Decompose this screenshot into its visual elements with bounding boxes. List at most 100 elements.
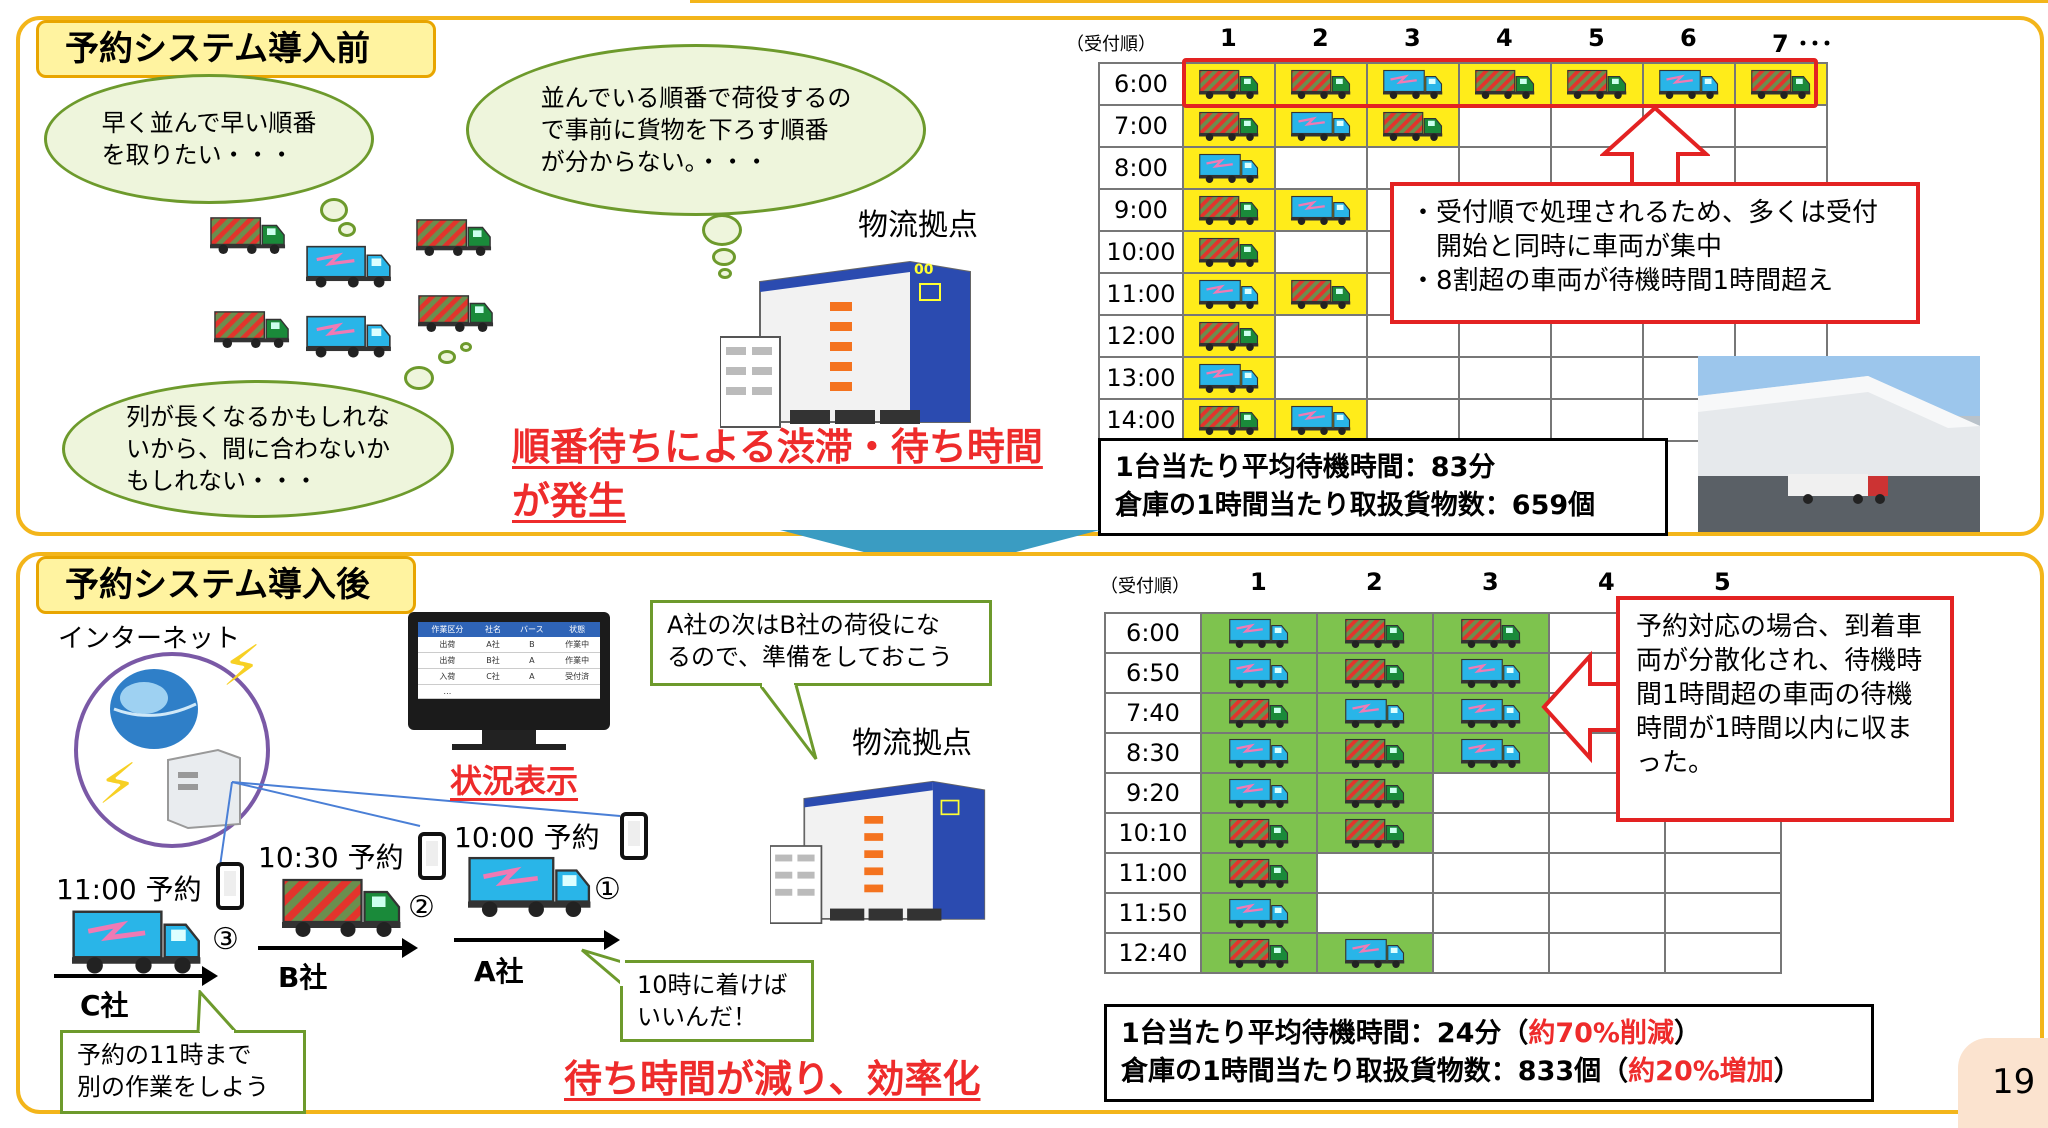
slot-cell	[1432, 772, 1550, 814]
time-cell: 8:30	[1104, 732, 1202, 774]
slot-cell	[1458, 62, 1552, 106]
blue-truck-icon	[1461, 737, 1521, 769]
green-truck-icon	[1461, 617, 1521, 649]
lightning-icon: ⚡	[98, 752, 138, 817]
green-truck-icon	[1229, 857, 1289, 889]
slot-cell	[1316, 892, 1434, 934]
green-truck-icon	[1229, 817, 1289, 849]
company-c: C社	[80, 989, 129, 1022]
slot-cell	[1548, 852, 1666, 894]
before-headline: 順番待ちによる渋滞・待ち時間 が発生	[512, 425, 1043, 523]
callout-prepare: A社の次はB社の荷役にな るので、準備をしておこう	[650, 600, 992, 686]
slot-cell	[1316, 852, 1434, 894]
monitor-cell: …	[418, 684, 477, 699]
slot-cell	[1200, 852, 1318, 894]
slot-cell	[1274, 314, 1368, 358]
monitor-cell: 入荷	[418, 668, 477, 685]
monitor-header: 作業区分	[418, 622, 477, 637]
slot-cell	[1274, 230, 1368, 274]
slot-cell	[1182, 146, 1276, 190]
column-header: 1	[1250, 568, 1267, 596]
green-truck-icon	[282, 876, 402, 938]
monitor-cell: 受付済	[554, 668, 600, 685]
transition-arrow	[780, 530, 1100, 572]
smartphone-icon	[418, 832, 446, 880]
time-cell: 6:50	[1104, 652, 1202, 694]
slot-cell	[1432, 612, 1550, 654]
internet-circle	[74, 652, 270, 848]
slot-cell	[1316, 612, 1434, 654]
before-stats: 1台当たり平均待機時間：83分 倉庫の1時間当たり取扱貨物数：659個	[1098, 438, 1668, 536]
monitor-cell: 出荷	[418, 652, 477, 669]
green-truck-icon	[1345, 617, 1405, 649]
slot-cell	[1182, 314, 1276, 358]
monitor-header: 状態	[554, 622, 600, 637]
blue-truck-icon	[72, 908, 202, 974]
slot-cell	[1664, 852, 1782, 894]
monitor-base	[452, 744, 566, 750]
monitor-header: 社名	[476, 622, 510, 637]
time-cell: 9:00	[1098, 188, 1184, 232]
slot-cell	[1664, 932, 1782, 974]
order-number-3: ③	[212, 922, 239, 957]
green-truck-icon	[1229, 697, 1289, 729]
time-cell: 9:20	[1104, 772, 1202, 814]
slot-cell	[1432, 692, 1550, 734]
column-header: 6	[1680, 24, 1697, 52]
time-cell: 7:00	[1098, 104, 1184, 148]
slot-cell	[1274, 188, 1368, 232]
slot-cell	[1432, 732, 1550, 774]
column-header: 4	[1598, 568, 1615, 596]
green-truck-icon	[1345, 777, 1405, 809]
slot-cell	[1200, 732, 1318, 774]
slot-cell	[1316, 772, 1434, 814]
reservation-b-label: 10:30 予約	[258, 841, 404, 874]
lightning-icon: ⚡	[222, 634, 262, 699]
time-cell: 10:00	[1098, 230, 1184, 274]
monitor-cell: B	[509, 637, 555, 653]
time-cell: 10:10	[1104, 812, 1202, 854]
order-number-1: ①	[594, 872, 621, 907]
time-cell: 12:40	[1104, 932, 1202, 974]
schedule-row: 11:00	[1104, 852, 1782, 894]
time-cell: 13:00	[1098, 356, 1184, 400]
slot-cell	[1316, 932, 1434, 974]
globe-icon	[110, 669, 198, 749]
monitor-stand	[482, 730, 536, 744]
monitor-cell: A	[509, 668, 555, 685]
thought-bubble-line: 列が長くなるかもしれないから、間に合わないかもしれない・・・	[62, 380, 454, 518]
blue-truck-icon	[1229, 897, 1289, 929]
company-b: B社	[278, 961, 328, 994]
monitor-cell: 作業中	[554, 652, 600, 669]
callout-arrive-10: 10時に着けば いいんだ！	[620, 960, 814, 1042]
receipt-order-label: （受付順）	[1066, 34, 1156, 55]
column-header: 2	[1366, 568, 1383, 596]
after-title: 予約システム導入後	[36, 556, 416, 614]
slot-cell	[1458, 356, 1552, 400]
thought-dot	[338, 222, 356, 237]
company-a: A社	[474, 955, 524, 988]
slot-cell	[1182, 230, 1276, 274]
smartphone-icon	[216, 862, 244, 910]
monitor-cell	[509, 684, 555, 699]
thought-dot	[712, 248, 736, 266]
thought-dot	[438, 350, 456, 364]
time-cell: 8:00	[1098, 146, 1184, 190]
order-number-2: ②	[408, 890, 435, 925]
status-display-label: 状況表示	[450, 762, 579, 800]
blue-truck-icon	[1461, 697, 1521, 729]
slot-cell	[1432, 932, 1550, 974]
thought-dot	[460, 342, 472, 352]
schedule-row: 10:10	[1104, 812, 1782, 854]
slot-cell	[1432, 652, 1550, 694]
schedule-row: 12:40	[1104, 932, 1782, 974]
slot-cell	[1548, 932, 1666, 974]
slot-cell	[1274, 272, 1368, 316]
monitor-cell: C社	[476, 668, 510, 685]
slot-cell	[1458, 104, 1552, 148]
column-header: 4	[1496, 24, 1513, 52]
time-cell: 11:00	[1098, 272, 1184, 316]
